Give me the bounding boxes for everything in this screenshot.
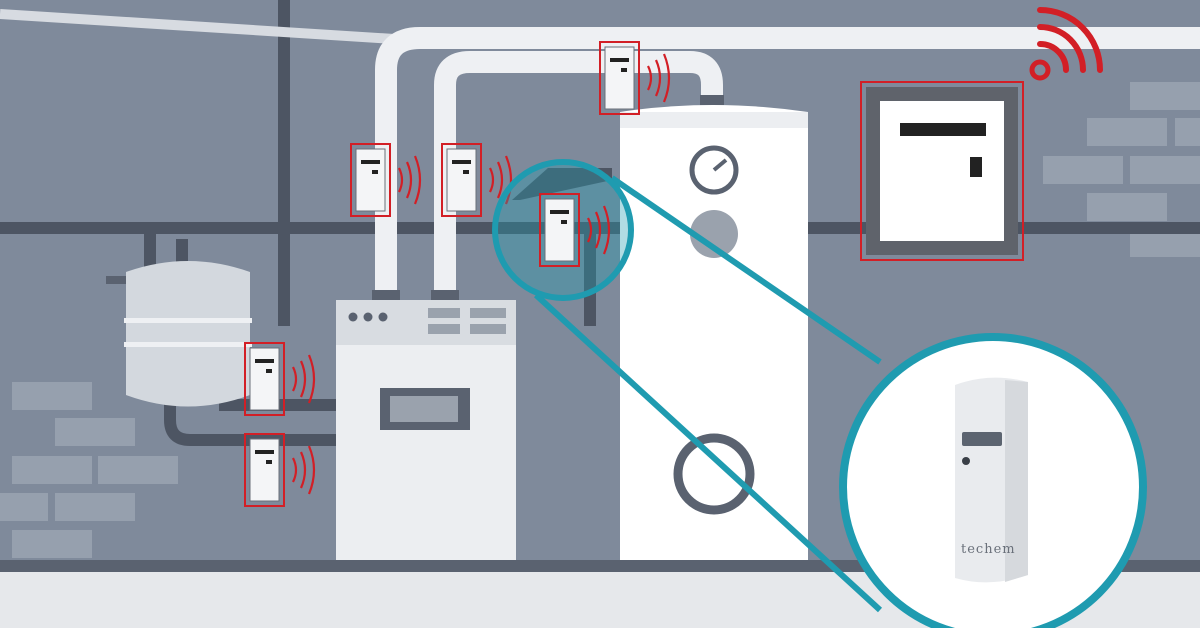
boiler [336,300,516,560]
data-gateway [860,81,1024,261]
small-pipe-top [0,9,411,45]
brand-label: techem [961,542,1016,557]
expansion-vessel [106,261,252,407]
white-pipes [375,27,1200,300]
pipe-connector-3 [700,95,724,105]
pipe-connector-2 [431,290,459,302]
wall-bricks [0,82,1200,558]
heat-meter-icon [441,143,513,217]
heat-meter-icon [599,41,671,115]
heat-meter-icon [244,342,316,416]
hot-water-tank [620,105,808,560]
wifi-signal-icon [1029,7,1103,81]
pipe-connector-1 [372,290,400,302]
heat-meter-icon [539,193,611,267]
heat-meter-icon [244,433,316,507]
zoom-lens: techem [839,333,1147,628]
heat-meter-icon [350,143,422,217]
